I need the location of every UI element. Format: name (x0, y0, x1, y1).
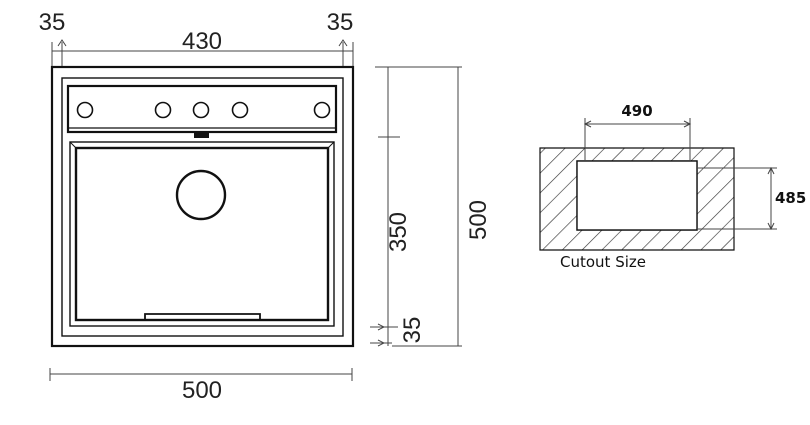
cutout-opening (576, 160, 698, 231)
top-left-margin-label: 35 (39, 9, 66, 36)
tap-hole-3 (192, 101, 210, 119)
sink-inner-rim (61, 77, 344, 337)
tap-hole-1 (76, 101, 94, 119)
cutout-depth-label: 485 (775, 189, 806, 207)
top-dimensions: 35 430 35 (39, 9, 354, 66)
overall-depth-label: 500 (465, 200, 492, 240)
bowl-inner (74, 146, 330, 322)
cutout-width-arrow-right (683, 120, 692, 128)
tap-hole-4 (231, 101, 249, 119)
drain-hole (175, 169, 227, 221)
cutout-depth-arrow-top (767, 166, 775, 175)
sink-outer-frame (50, 65, 355, 348)
sink-plan-view (50, 65, 355, 348)
cutout-caption: Cutout Size (560, 253, 646, 271)
right-dimensions: 350 35 500 (370, 66, 492, 347)
cutout-diagram: 490 485 Cutout Size (539, 102, 806, 271)
bowl-outer (69, 141, 335, 327)
bottom-width-label: 500 (182, 377, 222, 404)
bowl-bottom-ledge (76, 313, 328, 321)
bowl-side-right (327, 141, 335, 149)
cutout-depth-arrow-bottom (767, 222, 775, 231)
tap-deck (66, 84, 338, 134)
bottom-margin-arrow (377, 339, 386, 347)
bottom-margin-label: 35 (399, 317, 426, 344)
top-width-label: 430 (182, 28, 222, 55)
top-right-margin-label: 35 (327, 9, 354, 36)
overflow-slot (194, 132, 209, 138)
top-arrow-right (338, 39, 348, 47)
cutout-width-label: 490 (621, 102, 652, 120)
tap-hole-5 (313, 101, 331, 119)
cutout-width-arrow-left (583, 120, 592, 128)
bowl-side-left (69, 141, 77, 149)
bottom-dimension: 500 (49, 368, 353, 404)
top-arrow-left (57, 39, 67, 47)
bowl-depth-label: 350 (385, 212, 412, 252)
tap-hole-2 (154, 101, 172, 119)
bowl-depth-arrow (377, 323, 386, 331)
